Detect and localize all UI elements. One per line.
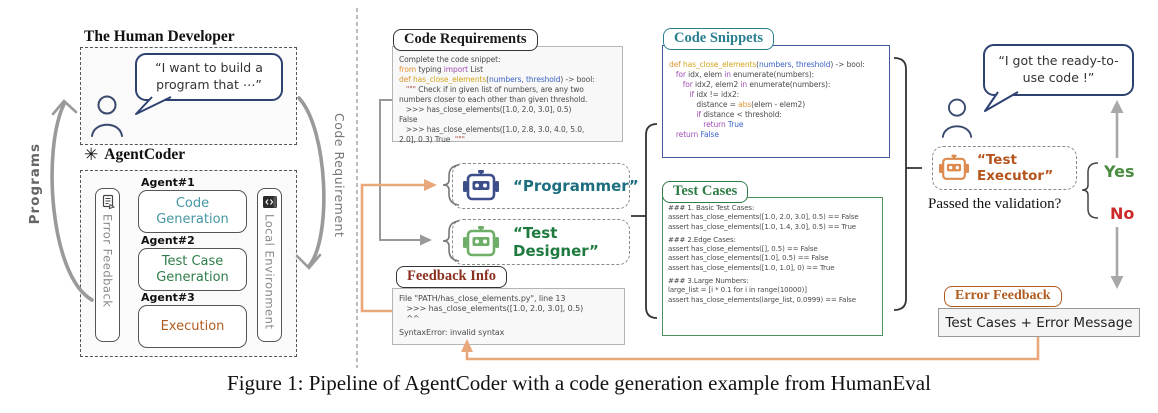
code-requirements-box: Complete the code snippet:from typing im… <box>392 46 623 144</box>
local-environment-bar: Local Environment <box>257 188 282 342</box>
test-cases-box: ### 1. Basic Test Cases:assert has_close… <box>662 197 883 336</box>
code-requirements-title-tab: Code Requirements <box>393 29 538 51</box>
robot-icon <box>463 170 499 201</box>
figure-caption: Figure 1: Pipeline of AgentCoder with a … <box>227 371 931 395</box>
agent2-tag: Agent#2 <box>141 234 195 247</box>
test-executor-label: “Test Executor” <box>977 152 1054 184</box>
no-label: No <box>1110 204 1135 223</box>
error-feedback-message-box: Test Cases + Error Message <box>938 308 1140 337</box>
programmer-agent-chip: “Programmer” <box>452 163 639 209</box>
validation-question: Passed the validation? <box>928 196 1062 212</box>
human-developer-title: The Human Developer <box>84 28 235 45</box>
agentcoder-header: ✳ AgentCoder <box>84 146 185 164</box>
robot-icon <box>939 154 969 180</box>
agent2-test-case-generation-box: Test Case Generation <box>138 248 247 291</box>
openai-logo-icon: ✳ <box>84 144 99 165</box>
yes-label: Yes <box>1104 162 1135 181</box>
error-feedback-bar: Error Feedback <box>95 188 120 342</box>
error-feedback-title-tab: Error Feedback <box>944 286 1062 307</box>
local-environment-bar-label: Local Environment <box>262 214 277 330</box>
code-requirement-rotated-label: Code Requirement <box>332 113 347 238</box>
error-feedback-bar-label: Error Feedback <box>100 214 115 308</box>
programs-rotated-label: Programs <box>27 143 43 225</box>
test-executor-chip: “Test Executor” <box>932 146 1077 190</box>
yes-no-brace <box>1081 162 1099 219</box>
agent3-execution-box: Execution <box>138 305 247 348</box>
test-designer-label: “Test Designer” <box>513 224 599 260</box>
feedback-info-box: File "PATH/has_close_elements.py", line … <box>392 288 625 345</box>
person-icon <box>91 95 123 137</box>
code-window-icon <box>262 196 277 208</box>
code-snippets-title-tab: Code Snippets <box>663 28 775 50</box>
code-snippets-box: def has_close_elements(numbers, threshol… <box>662 45 890 158</box>
test-designer-agent-chip: “Test Designer” <box>452 219 630 265</box>
code-requirement-curved-arrow <box>295 96 326 270</box>
test-cases-title-tab: Test Cases <box>662 181 749 203</box>
agentcoder-title: AgentCoder <box>104 146 186 163</box>
no-down-arrow <box>1110 227 1124 289</box>
ready-code-speech-bubble: “I got the ready-to- use code !” <box>983 44 1134 96</box>
document-icon <box>102 194 115 210</box>
feedback-info-title-tab: Feedback Info <box>396 266 508 288</box>
person-icon <box>941 98 973 138</box>
agents-to-outputs-bracket <box>631 123 658 319</box>
yes-up-arrow <box>1110 100 1124 158</box>
agent1-tag: Agent#1 <box>141 176 195 189</box>
developer-speech-bubble: “I want to build a program that ⋯” <box>135 53 283 101</box>
agent1-code-generation-box: Code Generation <box>138 190 247 233</box>
agent3-tag: Agent#3 <box>141 291 195 304</box>
robot-icon <box>463 226 499 257</box>
programmer-label: “Programmer” <box>513 177 639 195</box>
outputs-to-executor-bracket <box>893 57 922 311</box>
